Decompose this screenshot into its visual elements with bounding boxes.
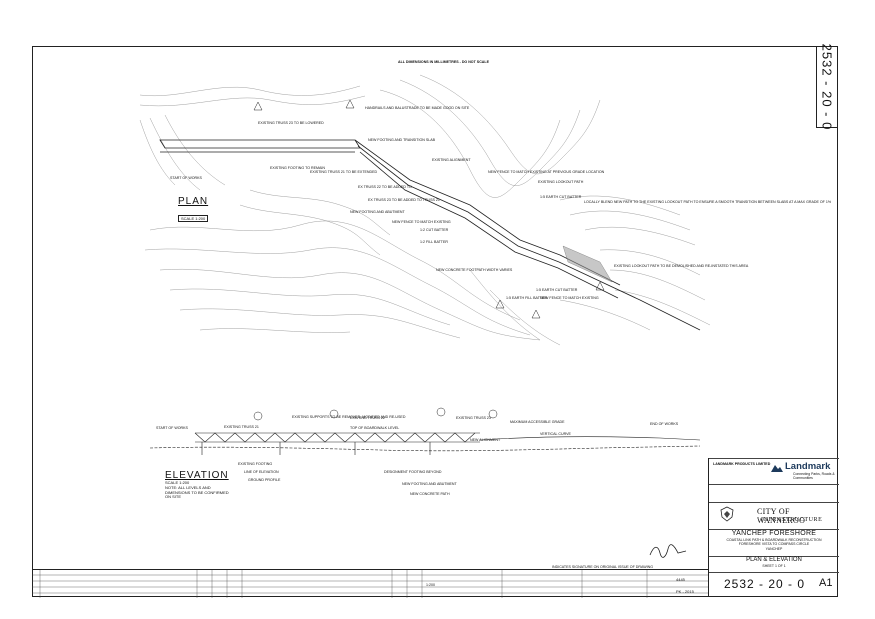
plan-note: NEW FOOTING AND ABUTMENT xyxy=(350,210,405,214)
elevation-note: DESIGNMENT FOOTING BEYOND xyxy=(384,470,442,474)
elevation-note: NEW ALIGNMENT xyxy=(470,438,501,442)
project-name: YANCHEP FORESHORE xyxy=(709,529,839,537)
landmark-logo-icon xyxy=(771,465,783,472)
elevation-note: NEW FOOTING AND ABUTMENT xyxy=(402,482,457,486)
elevation-title: ELEVATION xyxy=(165,470,229,481)
plan-note: HANDRAILS AND BALUSTRADE TO BE MADE GOOD… xyxy=(365,106,470,110)
section-markers xyxy=(253,99,605,421)
plan-label: PLAN SCALE 1:200 xyxy=(178,196,209,225)
elevation-note: EXISTING FOOTING xyxy=(238,462,273,466)
client-sub: INFRASTRUCTURE xyxy=(761,517,823,523)
plan-scale: SCALE 1:200 xyxy=(178,215,209,222)
ref-number: PK - 2015 xyxy=(676,589,694,594)
elevation-note: TOP OF BOARDWALK LEVEL xyxy=(350,426,400,430)
signature-note: INDICATES SIGNATURE ON ORIGINAL ISSUE OF… xyxy=(552,565,654,569)
top-note: ALL DIMENSIONS IN MILLIMETRES - DO NOT S… xyxy=(398,60,489,64)
sheet-of: SHEET 1 OF 1 xyxy=(762,564,786,568)
elevation-note: EXISTING SUPPORTS TO BE REMOVED, MODIFIE… xyxy=(292,415,406,419)
elevation-note: START OF WORKS xyxy=(156,426,188,430)
elevation-note: NEW CONCRETE PATH xyxy=(410,492,450,496)
client-row: CITY OF WANNEROO INFRASTRUCTURE xyxy=(709,502,839,526)
plan-note: 1:5 EARTH FILL BATTER xyxy=(506,296,548,300)
drawing-number-box: 2532 - 20 - 0 xyxy=(816,44,838,130)
consultant-tagline: Connecting Parks, Roads & Communities xyxy=(793,472,835,480)
plan-note: EXISTING ALIGNMENT xyxy=(432,158,471,162)
checks-row xyxy=(709,484,839,502)
revision-grid xyxy=(32,570,708,598)
boardwalk-alignment xyxy=(159,139,701,331)
contour-lines xyxy=(139,74,711,346)
elevation-note: END OF WORKS xyxy=(650,422,679,426)
elevation-note: EXISTING TRUSS 21 xyxy=(224,425,259,429)
client-name: CITY OF WANNEROO xyxy=(757,507,806,525)
project-desc-line: FORESHORE VISTA TO COMPASS CIRCLE xyxy=(738,542,810,547)
elevation-notes: NOTE: ALL LEVELS AND DIMENSIONS TO BE CO… xyxy=(165,484,229,500)
plan-note: EXISTING FOOTING TO REMAIN xyxy=(270,166,325,170)
scale-value: 1:200 xyxy=(426,583,435,587)
elevation-truss xyxy=(149,432,701,455)
plan-note: EX TRUSS 23 TO BE ADDED TO TRUSS 21 xyxy=(368,198,440,202)
sheet-title: PLAN & ELEVATION xyxy=(709,556,839,563)
plan-note: 1:5 EARTH CUT BATTER xyxy=(540,195,582,199)
elevation-note: VERTICAL CURVE xyxy=(540,432,571,436)
plan-note: EXISTING TRUSS 23 TO BE LOWERED xyxy=(258,121,324,125)
plan-note: START OF WORKS xyxy=(170,176,202,180)
elevation-note: LINE OF ELEVATION xyxy=(244,470,279,474)
drawing-number: 2532 - 20 - 0 xyxy=(724,577,806,591)
consultant-name: Landmark xyxy=(785,461,831,472)
consultant-small: LANDMARK PRODUCTS LIMITED xyxy=(713,462,771,466)
plan-note: 1:2 FILL BATTER xyxy=(420,240,448,244)
plan-note: 1:2 CUT BATTER xyxy=(420,228,449,232)
elevation-note: MAXIMUM ACCESSIBLE GRADE xyxy=(510,420,565,424)
plan-note: EX TRUSS 22 TO BE ADDED TO xyxy=(358,185,412,189)
city-crest-icon xyxy=(720,506,734,522)
elevation-note: GROUND PROFILE xyxy=(248,478,281,482)
elevation-note: EXISTING TRUSS 23 xyxy=(456,416,491,420)
consultant-row: Landmark Connecting Parks, Roads & Commu… xyxy=(709,458,839,484)
plan-note: LOCALLY BLEND NEW PATH TO THE EXISTING L… xyxy=(584,200,832,204)
plan-note: 1:5 EARTH CUT BATTER xyxy=(536,288,578,292)
drawing-number-row xyxy=(709,572,839,597)
plan-note: EXISTING LOOKOUT PATH TO BE DEMOLISHED A… xyxy=(614,264,749,268)
plan-title: PLAN xyxy=(178,196,209,207)
plan-note: NEW FENCE TO MATCH EXISTING xyxy=(540,296,599,300)
signature-mark xyxy=(649,544,687,558)
plan-note: NEW FENCE TO MATCH EXISTING AT PREVIOUS … xyxy=(488,170,605,174)
elevation-scale: SCALE 1:200 xyxy=(165,480,190,485)
plan-note: NEW FOOTING AND TRANSITION SLAB xyxy=(368,138,436,142)
job-number: 4445 xyxy=(676,577,685,582)
revision-strip: 1:200 INDICATES SIGNATURE ON ORIGINAL IS… xyxy=(32,565,708,598)
sheet-size: A1 xyxy=(819,577,833,589)
title-block: Landmark Connecting Parks, Roads & Commu… xyxy=(708,458,839,597)
project-description: COASTAL LINK PATH & BOARDWALK RECONSTRUC… xyxy=(709,538,839,551)
project-desc-line: YANCHEP xyxy=(765,546,783,551)
hatch-area xyxy=(562,245,613,283)
elevation-label: ELEVATION SCALE 1:200 NOTE: ALL LEVELS A… xyxy=(165,470,235,500)
drawing-sheet-border xyxy=(32,46,838,597)
plan-note: NEW CONCRETE FOOTPATH WIDTH VARIES xyxy=(436,268,513,272)
project-desc-line: COASTAL LINK PATH & BOARDWALK RECONSTRUC… xyxy=(726,538,822,542)
plan-note: EXISTING TRUSS 21 TO BE EXTENDED xyxy=(310,170,378,174)
elevation-note: EXISTING TRUSS 22 xyxy=(350,416,385,420)
plan-note: NEW FENCE TO MATCH EXISTING xyxy=(392,220,451,224)
plan-note: EXISTING LOOKOUT PATH xyxy=(538,180,584,184)
